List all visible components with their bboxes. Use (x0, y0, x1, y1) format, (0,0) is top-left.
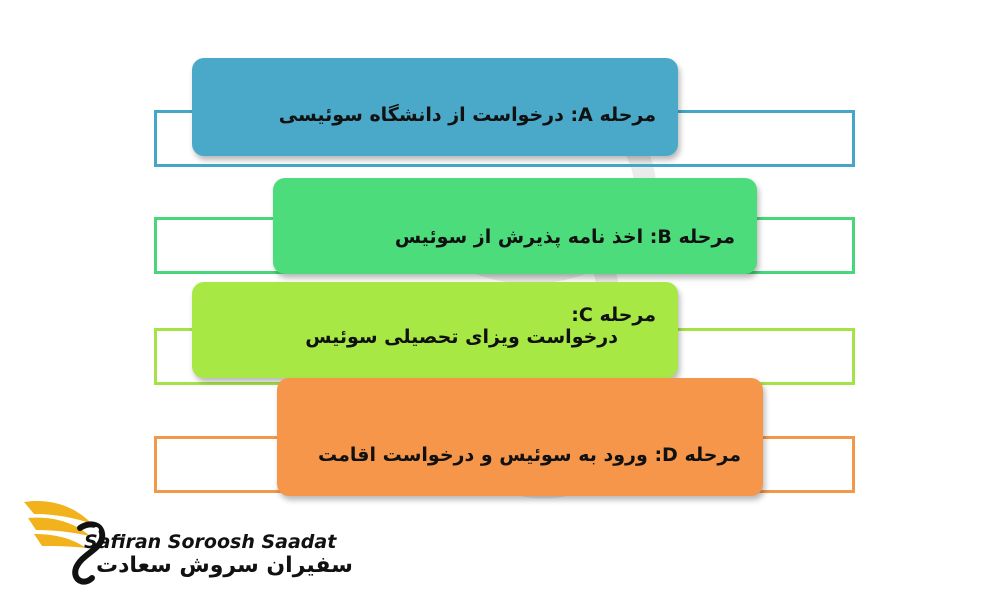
step-a-title: درخواست از دانشگاه سوئیسی (278, 104, 564, 126)
step-d-card: مرحله D: ورود به سوئیس و درخواست اقامت (277, 378, 763, 496)
step-d-line2-wrap: مرحله D: ورود به سوئیس و درخواست اقامت (318, 444, 741, 466)
step-c-card: مرحله C: درخواست ویزای تحصیلی سوئیس (192, 282, 678, 378)
step-d-prefix: مرحله D: (654, 444, 741, 466)
step-b-prefix: مرحله B: (649, 226, 735, 248)
logo-english-name: Safiran Soroosh Saadat (84, 531, 337, 553)
step-a-card: مرحله A: درخواست از دانشگاه سوئیسی (192, 58, 678, 156)
step-c-line1-wrap: مرحله C: (571, 304, 656, 326)
step-a-prefix: مرحله A: (570, 104, 657, 126)
step-c-prefix: مرحله C: (571, 304, 656, 326)
step-a-line2-wrap: مرحله A: درخواست از دانشگاه سوئیسی (279, 104, 656, 126)
step-b-line2-wrap: مرحله B: اخذ نامه پذیرش از سوئیس (395, 226, 735, 248)
step-b-title: اخذ نامه پذیرش از سوئیس (394, 226, 644, 248)
step-b-card: مرحله B: اخذ نامه پذیرش از سوئیس (273, 178, 757, 274)
step-c-title: درخواست ویزای تحصیلی سوئیس (305, 326, 618, 348)
step-d-title: ورود به سوئیس و درخواست اقامت (318, 444, 648, 466)
winged-bird-logo-icon (24, 500, 106, 585)
logo-persian-name: سفیران سروش سعادت (96, 553, 353, 578)
